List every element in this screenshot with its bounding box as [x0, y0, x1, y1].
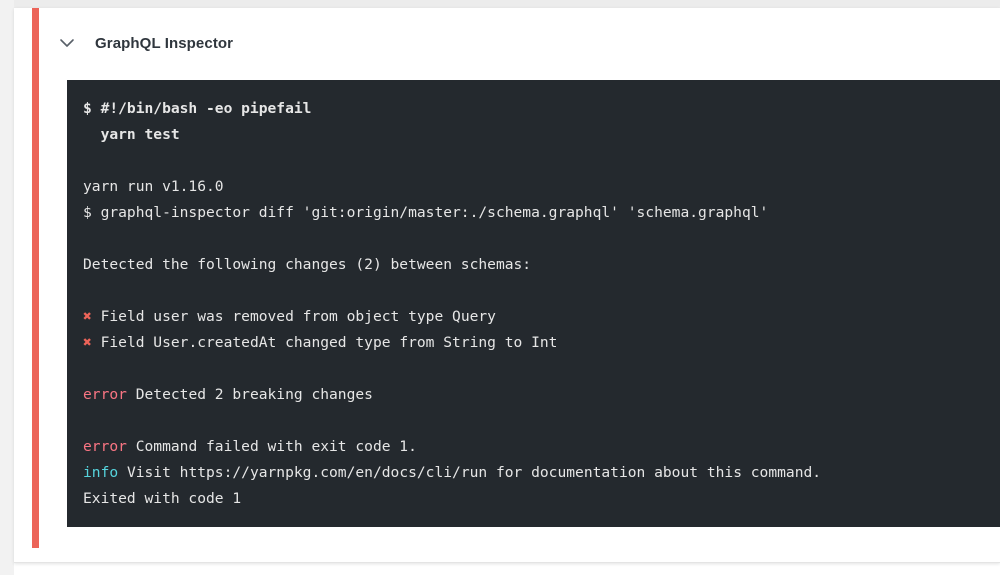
terminal-line [83, 408, 1000, 434]
terminal-segment-default: Exited with code 1 [83, 490, 242, 507]
terminal-line: $ #!/bin/bash -eo pipefail [83, 96, 1000, 122]
chevron-down-icon[interactable] [54, 30, 80, 56]
terminal-line: yarn test [83, 122, 1000, 148]
terminal-segment-default: Detected the following changes (2) betwe… [83, 256, 532, 273]
terminal-line: Exited with code 1 [83, 486, 1000, 512]
terminal-line: ✖ Field User.createdAt changed type from… [83, 330, 1000, 356]
terminal-line [83, 356, 1000, 382]
terminal-segment-default: $ graphql-inspector diff 'git:origin/mas… [83, 204, 769, 221]
terminal-line: error Command failed with exit code 1. [83, 434, 1000, 460]
terminal-log-panel[interactable]: $ #!/bin/bash -eo pipefail yarn test yar… [67, 80, 1000, 527]
terminal-segment-default: Field user was removed from object type … [91, 308, 496, 325]
terminal-segment-default: Field User.createdAt changed type from S… [91, 334, 558, 351]
build-step-card: GraphQL Inspector $ #!/bin/bash -eo pipe… [14, 8, 1000, 563]
terminal-segment-cross: ✖ [83, 308, 92, 325]
page-left-gutter [0, 0, 14, 575]
terminal-segment-default: yarn run v1.16.0 [83, 178, 224, 195]
card-header[interactable]: GraphQL Inspector [54, 24, 233, 62]
terminal-segment-default: Detected 2 breaking changes [126, 386, 373, 403]
terminal-log-content: $ #!/bin/bash -eo pipefail yarn test yar… [67, 80, 1000, 512]
terminal-segment-cross: ✖ [83, 334, 92, 351]
page-top-strip [0, 0, 1000, 8]
terminal-segment-info: info [83, 464, 119, 481]
terminal-segment-error: error [83, 386, 127, 403]
terminal-line: Detected the following changes (2) betwe… [83, 252, 1000, 278]
terminal-segment-default: Command failed with exit code 1. [126, 438, 417, 455]
terminal-line [83, 148, 1000, 174]
page-title: GraphQL Inspector [95, 34, 234, 52]
terminal-line: error Detected 2 breaking changes [83, 382, 1000, 408]
terminal-segment-error: error [83, 438, 127, 455]
status-accent-bar [32, 8, 39, 548]
terminal-segment-default: Visit https://yarnpkg.com/en/docs/cli/ru… [118, 464, 822, 481]
terminal-line [83, 226, 1000, 252]
terminal-line: $ graphql-inspector diff 'git:origin/mas… [83, 200, 1000, 226]
terminal-segment-default: yarn test [83, 126, 180, 143]
card-bottom-edge [14, 562, 1000, 563]
terminal-line [83, 278, 1000, 304]
terminal-segment-default: $ #!/bin/bash -eo pipefail [83, 100, 312, 117]
terminal-line: yarn run v1.16.0 [83, 174, 1000, 200]
terminal-line: ✖ Field user was removed from object typ… [83, 304, 1000, 330]
terminal-line: info Visit https://yarnpkg.com/en/docs/c… [83, 460, 1000, 486]
